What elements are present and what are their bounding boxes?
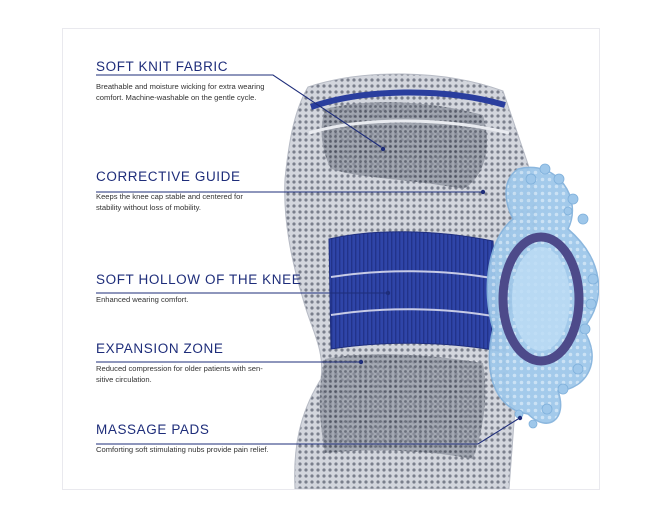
feature-corrective-guide: CORRECTIVE GUIDE Keeps the knee cap stab… [96, 169, 306, 213]
feature-description: Breathable and moisture wicking for extr… [96, 82, 265, 102]
feature-title: CORRECTIVE GUIDE [96, 169, 241, 184]
feature-title: SOFT HOLLOW OF THE KNEE [96, 272, 302, 287]
brace-shade-lower [319, 354, 486, 459]
feature-massage-pads: MASSAGE PADS Comforting soft stimulating… [96, 422, 306, 455]
leader-dot-2 [480, 189, 486, 195]
feature-soft-hollow: SOFT HOLLOW OF THE KNEE Enhanced wearing… [96, 272, 306, 305]
feature-description: Reduced compression for older patients w… [96, 364, 263, 384]
leader-massage [96, 418, 519, 445]
feature-description: Enhanced wearing comfort. [96, 295, 189, 304]
band-stitch-1 [330, 270, 498, 280]
brace-top-stripe-2 [308, 119, 510, 135]
insert-ring-pad [498, 232, 584, 366]
infographic-panel: SOFT KNIT FABRIC Breathable and moisture… [62, 28, 600, 490]
knee-brace-illustration [96, 73, 599, 489]
brace-blue-band [328, 231, 500, 352]
feature-description: Comforting soft stimulating nubs provide… [96, 445, 269, 454]
leader-soft-knit [96, 74, 382, 148]
feature-title: SOFT KNIT FABRIC [96, 59, 229, 74]
leader-dot-1 [380, 146, 386, 152]
feature-soft-knit-fabric: SOFT KNIT FABRIC Breathable and moisture… [96, 59, 306, 103]
band-stitch-2 [330, 308, 499, 318]
feature-expansion-zone: EXPANSION ZONE Reduced compression for o… [96, 341, 306, 385]
leader-dot-3 [385, 290, 391, 296]
silicone-insert-illustration [486, 163, 599, 429]
brace-top-stripe [310, 89, 506, 110]
feature-description: Keeps the knee cap stable and centered f… [96, 192, 243, 212]
leader-dot-5 [517, 415, 523, 421]
feature-title: MASSAGE PADS [96, 422, 210, 437]
leader-dot-4 [358, 359, 364, 365]
feature-title: EXPANSION ZONE [96, 341, 224, 356]
